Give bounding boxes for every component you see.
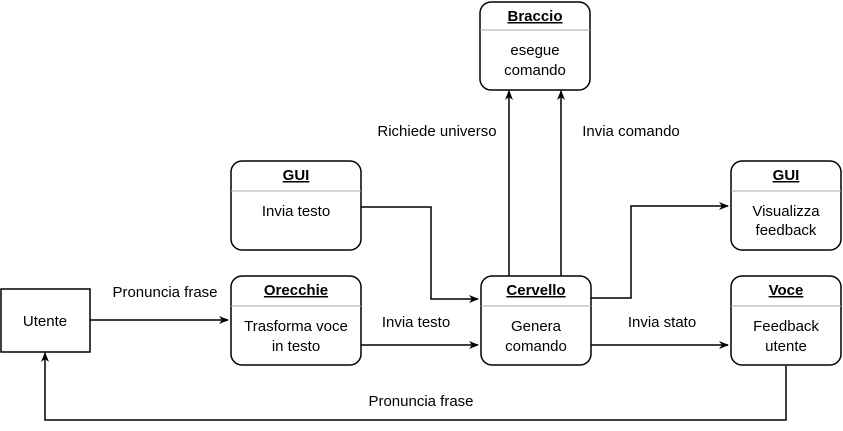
utente-label: Utente	[23, 313, 67, 330]
orecchie-body-line-2: in testo	[272, 338, 320, 355]
edge-gui-cervello	[361, 206, 479, 303]
label-cervello-braccio-request: Richiede universo	[377, 123, 496, 140]
voce-body-line-2: utente	[765, 338, 807, 355]
braccio-title: Braccio	[507, 8, 562, 25]
cervello-body-line-1: Genera	[511, 318, 562, 335]
braccio-body-line-1: esegue	[510, 42, 559, 59]
edge-voce-utente	[41, 352, 787, 421]
node-gui-input: GUI Invia testo	[230, 160, 362, 251]
cervello-title: Cervello	[506, 282, 565, 299]
braccio-body-line-2: comando	[504, 62, 566, 79]
gui-output-title: GUI	[773, 167, 800, 184]
node-orecchie: Orecchie Trasforma voce in testo	[230, 275, 362, 366]
node-cervello: Cervello Genera comando	[480, 275, 592, 366]
gui-input-title: GUI	[283, 167, 310, 184]
node-voce: Voce Feedback utente	[730, 275, 842, 366]
orecchie-title: Orecchie	[264, 282, 328, 299]
edge-cervello-gui-output	[591, 202, 729, 299]
label-voce-utente: Pronuncia frase	[368, 393, 473, 410]
label-utente-orecchie: Pronuncia frase	[112, 284, 217, 301]
gui-input-body-line-1: Invia testo	[262, 203, 330, 220]
label-cervello-voce: Invia stato	[628, 314, 696, 331]
node-utente: Utente	[0, 288, 91, 353]
gui-output-body-line-1: Visualizza	[752, 203, 820, 220]
voce-title: Voce	[769, 282, 804, 299]
label-orecchie-cervello: Invia testo	[382, 314, 450, 331]
cervello-body-line-2: comando	[505, 338, 567, 355]
edges	[41, 90, 787, 421]
voce-body-line-1: Feedback	[753, 318, 819, 335]
node-gui-output: GUI Visualizza feedback	[730, 160, 842, 251]
node-braccio: Braccio esegue comando	[479, 1, 591, 91]
gui-output-body-line-2: feedback	[756, 222, 817, 239]
label-cervello-braccio-command: Invia comando	[582, 123, 680, 140]
edge-labels: Pronuncia frase Invia testo Richiede uni…	[112, 123, 696, 410]
orecchie-body-line-1: Trasforma voce	[244, 318, 348, 335]
